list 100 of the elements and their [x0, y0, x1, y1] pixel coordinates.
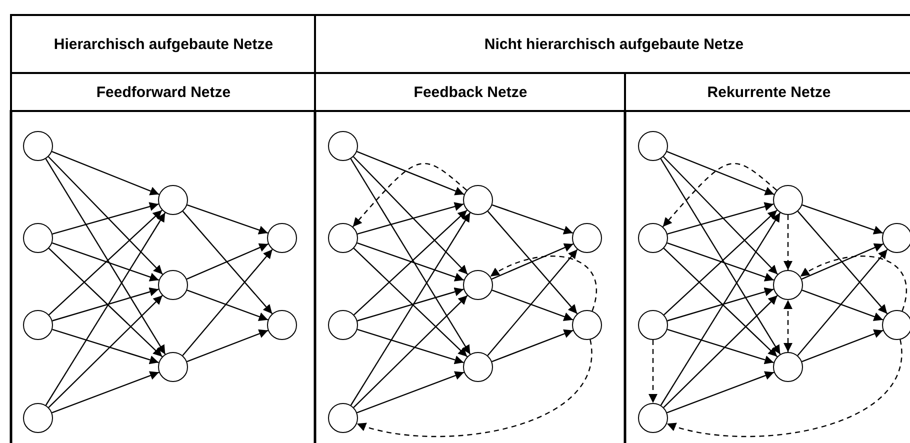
arrow [492, 329, 574, 362]
arrow [667, 288, 774, 322]
arrow [802, 290, 884, 321]
arrow [186, 329, 268, 362]
arrow [356, 151, 464, 196]
arrow [492, 243, 574, 280]
arrow [52, 371, 160, 414]
arrow [45, 158, 166, 355]
arrow [52, 288, 159, 322]
arrow [802, 243, 884, 280]
arrow [350, 158, 471, 355]
arrow [353, 156, 468, 275]
feedback-arrow [662, 163, 778, 228]
neuron-circle [328, 310, 358, 340]
arrow [356, 242, 464, 282]
arrow [492, 204, 574, 234]
feedback-arrow [784, 300, 792, 352]
neuron-circle [463, 352, 493, 382]
arrow [48, 295, 163, 408]
arrow [660, 212, 781, 406]
neuron-circle [572, 310, 602, 340]
neuron-circle [23, 223, 53, 253]
neuron-circle [773, 185, 803, 215]
arrow [487, 210, 578, 314]
neuron-circle [882, 223, 910, 253]
header-text: Rekurrente Netze [707, 84, 831, 100]
neuron-circle [328, 403, 358, 433]
feedback-arrow [784, 215, 792, 270]
neuron-circle [773, 352, 803, 382]
arrow [663, 295, 778, 408]
arrow [667, 328, 774, 364]
arrow [182, 249, 273, 356]
neuron-circle [23, 131, 53, 161]
arrow [52, 242, 160, 282]
neuron-circle [23, 403, 53, 433]
header-cell [10, 72, 317, 112]
neuron-circle [638, 223, 668, 253]
feedback-arrow [356, 340, 592, 437]
arrow [186, 204, 268, 234]
arrow [357, 202, 464, 235]
arrow [797, 249, 888, 356]
neuron-circle [638, 403, 668, 433]
arrow [663, 248, 778, 358]
feedback-arrow [490, 256, 597, 312]
arrow [52, 328, 159, 364]
arrow [667, 202, 774, 235]
feedback-arrow [648, 340, 658, 403]
neuron-circle [267, 223, 297, 253]
arrow [354, 210, 468, 316]
arrow [492, 290, 574, 321]
arrow [357, 328, 464, 364]
header-cell [624, 72, 910, 112]
neuron-circle [773, 270, 803, 300]
arrow [353, 248, 468, 358]
header-text: Feedforward Netze [96, 84, 231, 100]
feedback-arrow [352, 163, 468, 228]
neuron-circle [463, 185, 493, 215]
arrow [350, 212, 471, 406]
header-cell [314, 72, 627, 112]
arrow [186, 243, 268, 280]
header-text: Feedback Netze [414, 84, 528, 100]
arrow [797, 210, 888, 314]
arrow [186, 290, 268, 321]
arrow [802, 329, 884, 362]
header-text: Hierarchisch aufgebaute Netze [54, 36, 274, 52]
neuron-circle [572, 223, 602, 253]
arrow [663, 156, 778, 275]
arrow [52, 202, 159, 235]
feedback-arrow [666, 340, 902, 437]
neuron-circle [267, 310, 297, 340]
neuron-circle [328, 223, 358, 253]
arrow [48, 210, 162, 316]
header-cell [10, 14, 317, 74]
arrow [666, 242, 774, 282]
arrow [48, 156, 163, 275]
neuron-circle [158, 185, 188, 215]
arrow [182, 210, 273, 314]
arrow [666, 371, 774, 414]
neuron-circle [158, 270, 188, 300]
arrow [664, 210, 778, 316]
header-text: Nicht hierarchisch aufgebaute Netze [484, 36, 744, 52]
neuron-circle [638, 131, 668, 161]
arrow [357, 288, 464, 322]
arrow [48, 248, 163, 358]
neuron-circle [158, 352, 188, 382]
arrow [45, 212, 166, 406]
neuron-circle [328, 131, 358, 161]
arrow [660, 158, 781, 355]
arrow [802, 204, 884, 234]
feedback-arrow [800, 256, 907, 312]
header-cell [314, 14, 910, 74]
arrow [666, 151, 774, 196]
neuron-circle [882, 310, 910, 340]
arrow [487, 249, 578, 356]
neuron-circle [638, 310, 668, 340]
neuron-circle [23, 310, 53, 340]
neuron-circle [463, 270, 493, 300]
arrow [356, 371, 464, 414]
arrow [52, 151, 160, 196]
arrow [353, 295, 468, 408]
